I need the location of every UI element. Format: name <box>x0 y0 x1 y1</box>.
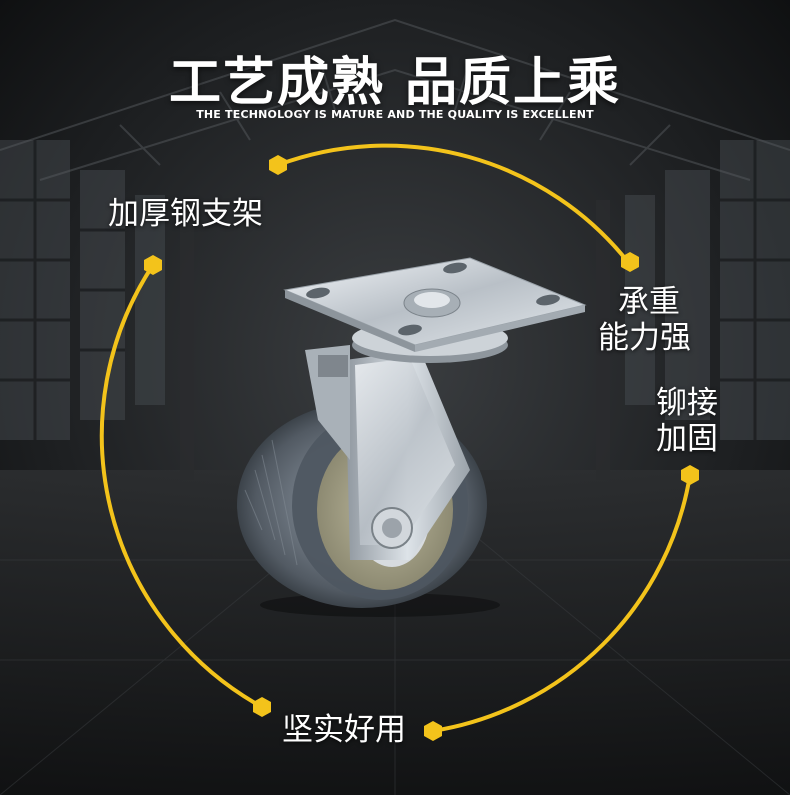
dot-bottom-left <box>253 697 271 717</box>
dot-right-lower <box>681 465 699 485</box>
feature-steel-bracket: 加厚钢支架 <box>108 196 263 232</box>
arc-left <box>99 263 264 709</box>
headline: 工艺成熟 品质上乘 <box>168 53 622 113</box>
dot-top <box>269 155 287 175</box>
feature-riveting-line2: 加固 <box>656 421 718 457</box>
arc-top <box>276 143 630 264</box>
feature-riveting: 铆接 加固 <box>656 385 718 457</box>
accent-circle <box>99 143 692 733</box>
accent-dots <box>144 155 699 741</box>
caster-wheel-image <box>237 257 587 617</box>
feature-load-capacity-line2: 能力强 <box>598 320 691 356</box>
feature-load-capacity-line1: 承重 <box>618 284 680 320</box>
feature-durable: 坚实好用 <box>282 712 406 748</box>
feature-riveting-line1: 铆接 <box>656 385 718 421</box>
subheadline: THE TECHNOLOGY IS MATURE AND THE QUALITY… <box>196 108 594 121</box>
arc-right <box>431 473 692 733</box>
dot-right-upper <box>621 252 639 272</box>
dot-bottom-right <box>424 721 442 741</box>
feature-load-capacity: 承重 能力强 <box>598 284 691 356</box>
dot-left <box>144 255 162 275</box>
roof-trusses <box>0 18 790 181</box>
